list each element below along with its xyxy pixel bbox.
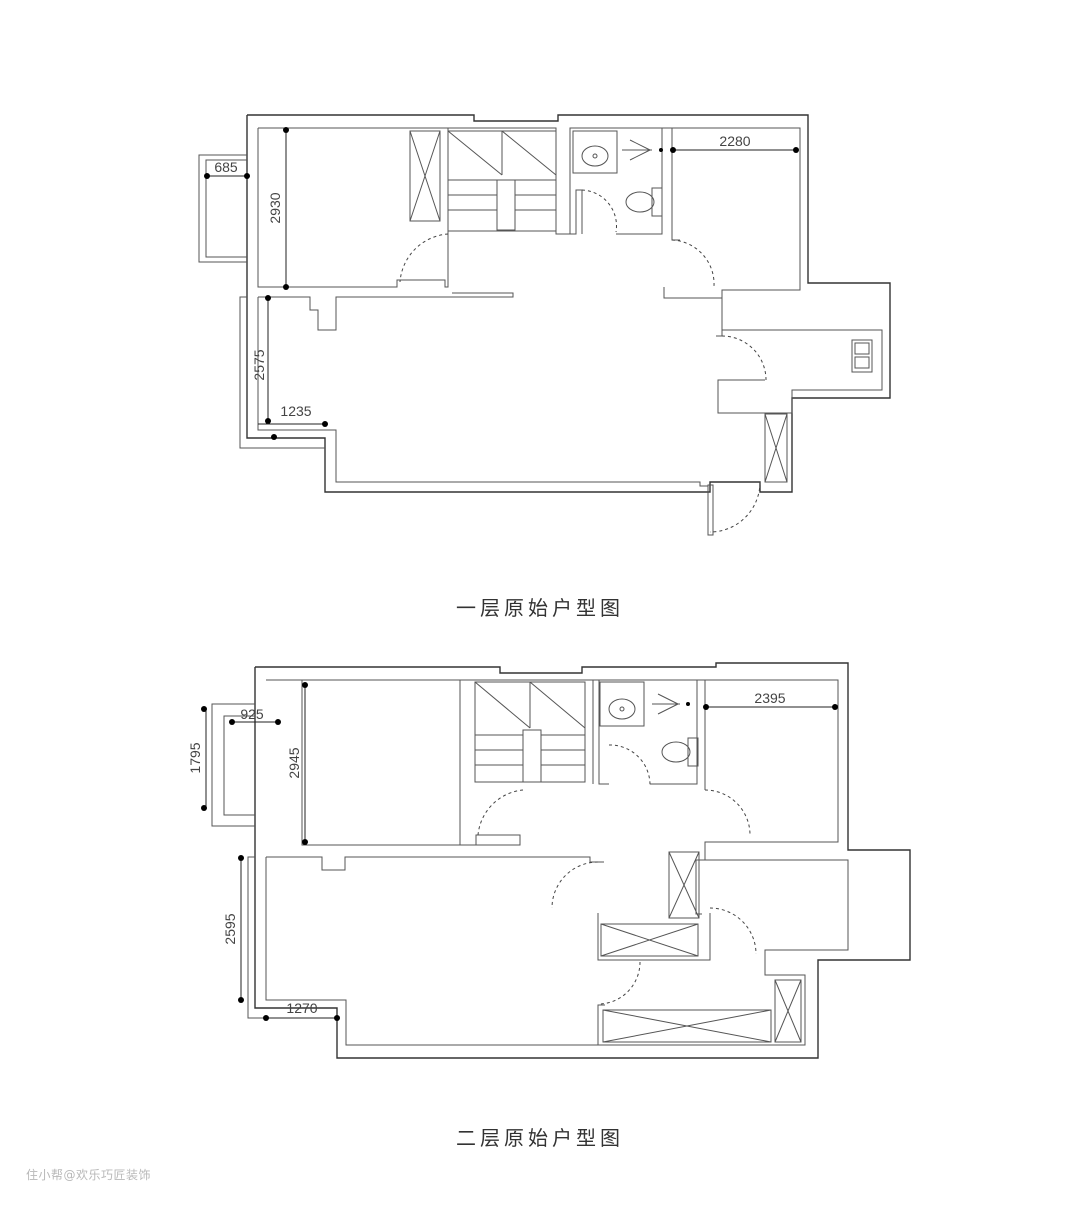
door-arc-2a: [477, 789, 524, 836]
dim-label-1795: 1795: [187, 742, 203, 773]
wardrobe-1b: [764, 413, 788, 483]
inner-wall-2g: [597, 913, 711, 961]
floor-plan-2: [201, 662, 911, 1059]
sink-2: [599, 681, 645, 727]
kitchen-sink-1: [851, 339, 873, 373]
door-arc-2b: [608, 744, 651, 786]
balcony-2-inner: [223, 715, 255, 816]
inner-wall-2b: [301, 680, 521, 846]
dim-label-2595: 2595: [222, 913, 238, 944]
inner-wall-2d: [592, 679, 609, 785]
inner-wall-2h: [597, 1004, 605, 1045]
dimension-lines-2: [201, 682, 838, 1021]
inner-wall-1b: [257, 128, 449, 288]
dim-label-2280: 2280: [719, 133, 750, 149]
toilet-1: [625, 187, 663, 217]
outer-wall-2: [254, 662, 911, 1059]
inner-wall-1g: [570, 189, 583, 235]
door-arc-2f: [599, 961, 641, 1005]
floor-plan-1: [198, 114, 891, 536]
door-arc-2d: [551, 861, 599, 909]
sink-1: [572, 130, 618, 174]
door-leaf-1e: [707, 484, 714, 536]
staircase-1: [447, 130, 557, 232]
balcony-1: [198, 154, 247, 263]
inner-wall-1: [258, 127, 801, 330]
left-strip-1: [239, 296, 325, 449]
door-arc-1c: [671, 239, 715, 287]
balcony-1-inner: [205, 159, 247, 258]
dim-label-2575: 2575: [251, 349, 267, 380]
shower-1: [622, 139, 663, 161]
dim-label-2930: 2930: [267, 192, 283, 223]
dim-label-685: 685: [214, 159, 238, 175]
wardrobe-2d: [774, 979, 802, 1043]
dim-label-1270: 1270: [286, 1000, 317, 1016]
wardrobe-2c: [602, 1009, 772, 1043]
wardrobe-2b: [600, 923, 699, 957]
toilet-2: [661, 737, 699, 767]
plan-caption-2: 二层原始户型图: [456, 1126, 624, 1150]
counter-1: [716, 330, 723, 337]
inner-wall-1e: [257, 297, 708, 487]
inner-wall-2: [266, 679, 839, 915]
inner-wall-1c: [258, 292, 514, 331]
door-arc-1b: [581, 189, 617, 233]
wardrobe-2a: [668, 851, 700, 919]
door-arc-1d: [721, 335, 767, 381]
dim-label-925: 925: [240, 706, 264, 722]
left-strip-2: [247, 856, 337, 1019]
inner-wall-2c: [266, 856, 604, 871]
staircase-2: [474, 681, 586, 783]
inner-wall-2f: [265, 857, 849, 1046]
plan-caption-1: 一层原始户型图: [456, 596, 624, 620]
dim-label-2945: 2945: [286, 747, 302, 778]
inner-wall-1f: [616, 127, 680, 241]
dim-label-2395: 2395: [754, 690, 785, 706]
balcony-2: [211, 703, 255, 827]
watermark: 住小帮@欢乐巧匠装饰: [26, 1168, 152, 1182]
door-arc-2e: [709, 907, 757, 955]
inner-wall-2e: [650, 679, 706, 790]
outer-wall-1: [246, 114, 891, 493]
shower-2: [652, 693, 690, 715]
inner-wall-1d: [663, 287, 883, 414]
door-arc-1a: [399, 233, 449, 283]
dimension-lines-1: [204, 127, 799, 440]
door-arc-1e: [709, 481, 761, 533]
door-arc-2c: [704, 789, 751, 836]
dim-label-1235: 1235: [280, 403, 311, 419]
wardrobe-1: [409, 130, 441, 222]
